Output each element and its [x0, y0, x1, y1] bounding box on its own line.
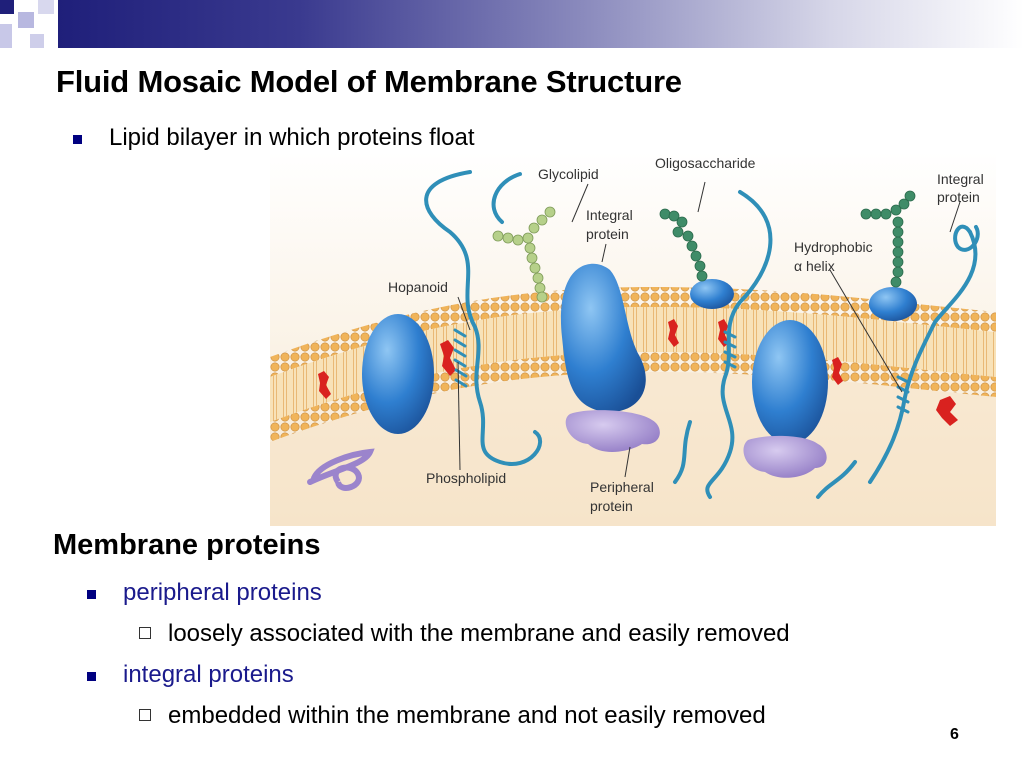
oligosaccharide-chains	[659, 190, 916, 288]
peripheral-chain-left	[307, 448, 375, 485]
peripheral-protein-right	[743, 435, 827, 478]
label-peripheral-protein-1: Peripheral	[590, 479, 654, 495]
section-heading: Membrane proteins	[53, 529, 321, 561]
label-oligosaccharide: Oligosaccharide	[655, 155, 756, 171]
integral-protein-left	[362, 314, 434, 434]
fluid-mosaic-figure: Glycolipid Oligosaccharide Integral prot…	[270, 152, 996, 526]
leader-lines	[457, 181, 961, 478]
item-peripheral-proteins: peripheral proteins	[123, 579, 322, 606]
item-peripheral-detail: loosely associated with the membrane and…	[168, 620, 790, 647]
label-hydrophobic-helix-2: α helix	[794, 258, 835, 274]
label-phospholipid: Phospholipid	[426, 470, 506, 486]
header-gradient	[58, 0, 1024, 48]
decor-square	[38, 0, 54, 14]
decor-square	[30, 34, 44, 48]
label-integral-protein-center-1: Integral	[586, 207, 633, 223]
bullet-square	[87, 672, 96, 681]
bullet-square	[87, 590, 96, 599]
decor-square	[18, 12, 34, 28]
integral-protein-center	[560, 263, 646, 413]
item-integral-proteins: integral proteins	[123, 661, 294, 688]
decor-square	[0, 24, 12, 48]
label-glycolipid: Glycolipid	[538, 166, 599, 182]
header-band	[0, 0, 1024, 48]
glycolipid-chain	[492, 206, 556, 303]
glycoprotein-cap	[690, 279, 734, 309]
label-integral-protein-center-2: protein	[586, 226, 629, 242]
item-integral-detail: embedded within the membrane and not eas…	[168, 702, 766, 729]
integral-protein-right-center	[752, 320, 828, 444]
bullet-square	[73, 135, 82, 144]
label-hydrophobic-helix-1: Hydrophobic	[794, 239, 873, 255]
label-integral-protein-right-1: Integral	[937, 171, 984, 187]
transmembrane-helices	[424, 170, 980, 499]
peripheral-loop	[332, 464, 362, 491]
glycoprotein-cap	[869, 287, 917, 321]
page-number: 6	[950, 726, 959, 743]
bullet-lipid-bilayer: Lipid bilayer in which proteins float	[109, 124, 475, 151]
label-hopanoid: Hopanoid	[388, 279, 448, 295]
hopanoid-molecules	[318, 319, 958, 426]
sub-bullet-square	[139, 627, 151, 639]
label-peripheral-protein-2: protein	[590, 498, 633, 514]
peripheral-protein-center	[565, 410, 660, 452]
label-integral-protein-right-2: protein	[937, 189, 980, 205]
slide-title: Fluid Mosaic Model of Membrane Structure	[56, 64, 682, 99]
decor-square	[0, 0, 14, 14]
sub-bullet-square	[139, 709, 151, 721]
